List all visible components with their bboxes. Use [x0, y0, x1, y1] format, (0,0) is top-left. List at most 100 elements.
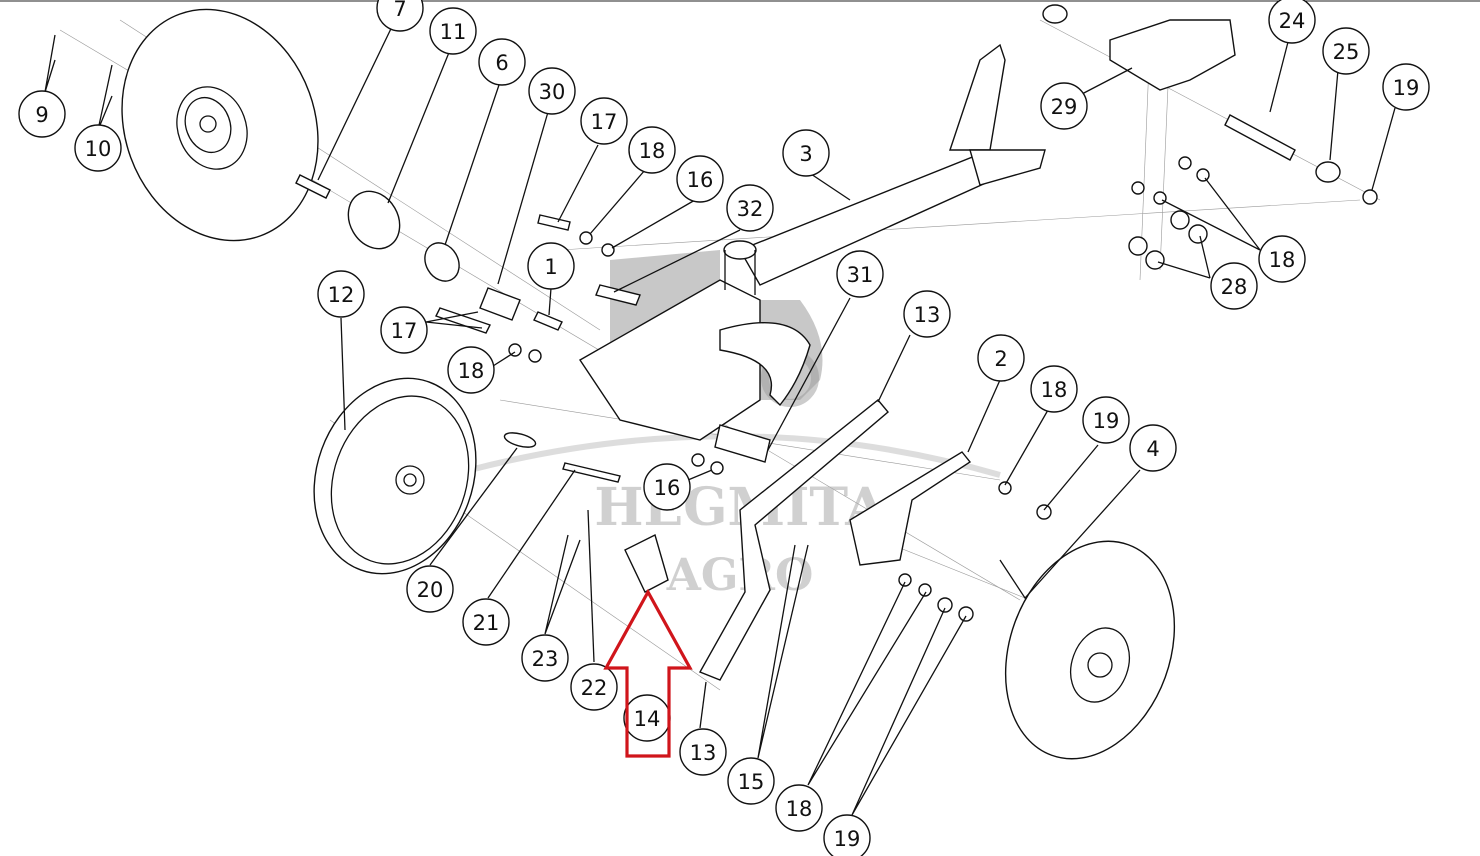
callout-12: 12 — [317, 270, 365, 318]
callout-label: 20 — [417, 578, 444, 602]
callout-circle — [528, 67, 576, 115]
callout-label: 21 — [473, 611, 500, 635]
callout-circle — [447, 346, 495, 394]
callout-circle — [1322, 27, 1370, 75]
callout-circle — [521, 634, 569, 682]
callout-label: 24 — [1279, 9, 1306, 33]
callout-circle — [1258, 235, 1306, 283]
callout-label: 12 — [328, 283, 355, 307]
callout-19: 19 — [823, 814, 871, 856]
callout-18: 18 — [1030, 365, 1078, 413]
callout-label: 13 — [690, 741, 717, 765]
callout-31: 31 — [836, 250, 884, 298]
callout-13: 13 — [903, 290, 951, 338]
callout-29: 29 — [1040, 82, 1088, 130]
callout-circle — [628, 126, 676, 174]
callout-4: 4 — [1129, 424, 1177, 472]
callout-label: 14 — [634, 707, 661, 731]
callout-label: 18 — [1269, 248, 1296, 272]
callout-circle — [1210, 262, 1258, 310]
callout-circle — [676, 155, 724, 203]
callout-24: 24 — [1268, 0, 1316, 44]
callout-circle — [1082, 396, 1130, 444]
callout-6: 6 — [478, 38, 526, 86]
callout-25: 25 — [1322, 27, 1370, 75]
callout-circle — [570, 663, 618, 711]
callout-label: 7 — [393, 0, 406, 21]
callout-circle — [903, 290, 951, 338]
callout-label: 22 — [581, 676, 608, 700]
callout-17: 17 — [380, 306, 428, 354]
callout-21: 21 — [462, 598, 510, 646]
callout-circle — [478, 38, 526, 86]
callout-label: 19 — [1393, 76, 1420, 100]
callout-18: 18 — [447, 346, 495, 394]
callout-9: 9 — [18, 90, 66, 138]
callout-label: 17 — [391, 319, 418, 343]
hardware — [295, 156, 1378, 622]
callout-circle — [679, 728, 727, 776]
callout-circle — [836, 250, 884, 298]
callout-19: 19 — [1082, 396, 1130, 444]
disc-blade-right — [1004, 540, 1176, 760]
callout-label: 28 — [1221, 275, 1248, 299]
disc-blade-left — [121, 8, 319, 242]
callout-circle — [727, 757, 775, 805]
callout-circle — [74, 124, 122, 172]
callout-label: 4 — [1146, 437, 1159, 461]
callout-label: 10 — [85, 137, 112, 161]
callout-18: 18 — [775, 784, 823, 832]
callout-label: 15 — [738, 770, 765, 794]
seed-boot-body — [579, 240, 811, 441]
callout-22: 22 — [570, 663, 618, 711]
callout-label: 23 — [532, 647, 559, 671]
callout-17: 17 — [580, 97, 628, 145]
callout-circle — [823, 814, 871, 856]
callout-circle — [775, 784, 823, 832]
callout-group: 7116301718163232425192918289101121718311… — [18, 0, 1430, 856]
callout-label: 13 — [914, 303, 941, 327]
callout-label: 19 — [1093, 409, 1120, 433]
watermark-line2: AGRO — [666, 550, 814, 601]
callout-circle — [429, 7, 477, 55]
callout-1: 1 — [527, 242, 575, 290]
callout-circle — [317, 270, 365, 318]
main-frame-beam — [738, 43, 1046, 286]
callout-3: 3 — [782, 129, 830, 177]
callout-label: 16 — [687, 168, 714, 192]
callout-label: 16 — [654, 476, 681, 500]
callout-circle — [527, 242, 575, 290]
callout-label: 18 — [639, 139, 666, 163]
callout-2: 2 — [977, 334, 1025, 382]
scraper-bracket — [849, 451, 972, 566]
callout-label: 1 — [544, 255, 557, 279]
callout-11: 11 — [429, 7, 477, 55]
callout-19: 19 — [1382, 63, 1430, 111]
callout-28: 28 — [1210, 262, 1258, 310]
callout-14: 14 — [623, 694, 671, 742]
callout-10: 10 — [74, 124, 122, 172]
callout-circle — [376, 0, 424, 32]
callout-label: 29 — [1051, 95, 1078, 119]
callout-circle — [782, 129, 830, 177]
callout-circle — [580, 97, 628, 145]
callout-30: 30 — [528, 67, 576, 115]
callout-16: 16 — [643, 463, 691, 511]
callout-label: 11 — [440, 20, 467, 44]
callout-circle — [1268, 0, 1316, 44]
callout-32: 32 — [726, 184, 774, 232]
callout-label: 30 — [539, 80, 566, 104]
callout-circle — [18, 90, 66, 138]
callout-label: 2 — [994, 347, 1007, 371]
callout-label: 18 — [1041, 378, 1068, 402]
callout-circle — [380, 306, 428, 354]
callout-circle — [1030, 365, 1078, 413]
callout-label: 3 — [799, 142, 812, 166]
callout-circle — [1382, 63, 1430, 111]
callout-7: 7 — [376, 0, 424, 32]
callout-circle — [726, 184, 774, 232]
callout-label: 6 — [495, 51, 508, 75]
callout-13: 13 — [679, 728, 727, 776]
hitch-bracket — [1042, 4, 1341, 183]
